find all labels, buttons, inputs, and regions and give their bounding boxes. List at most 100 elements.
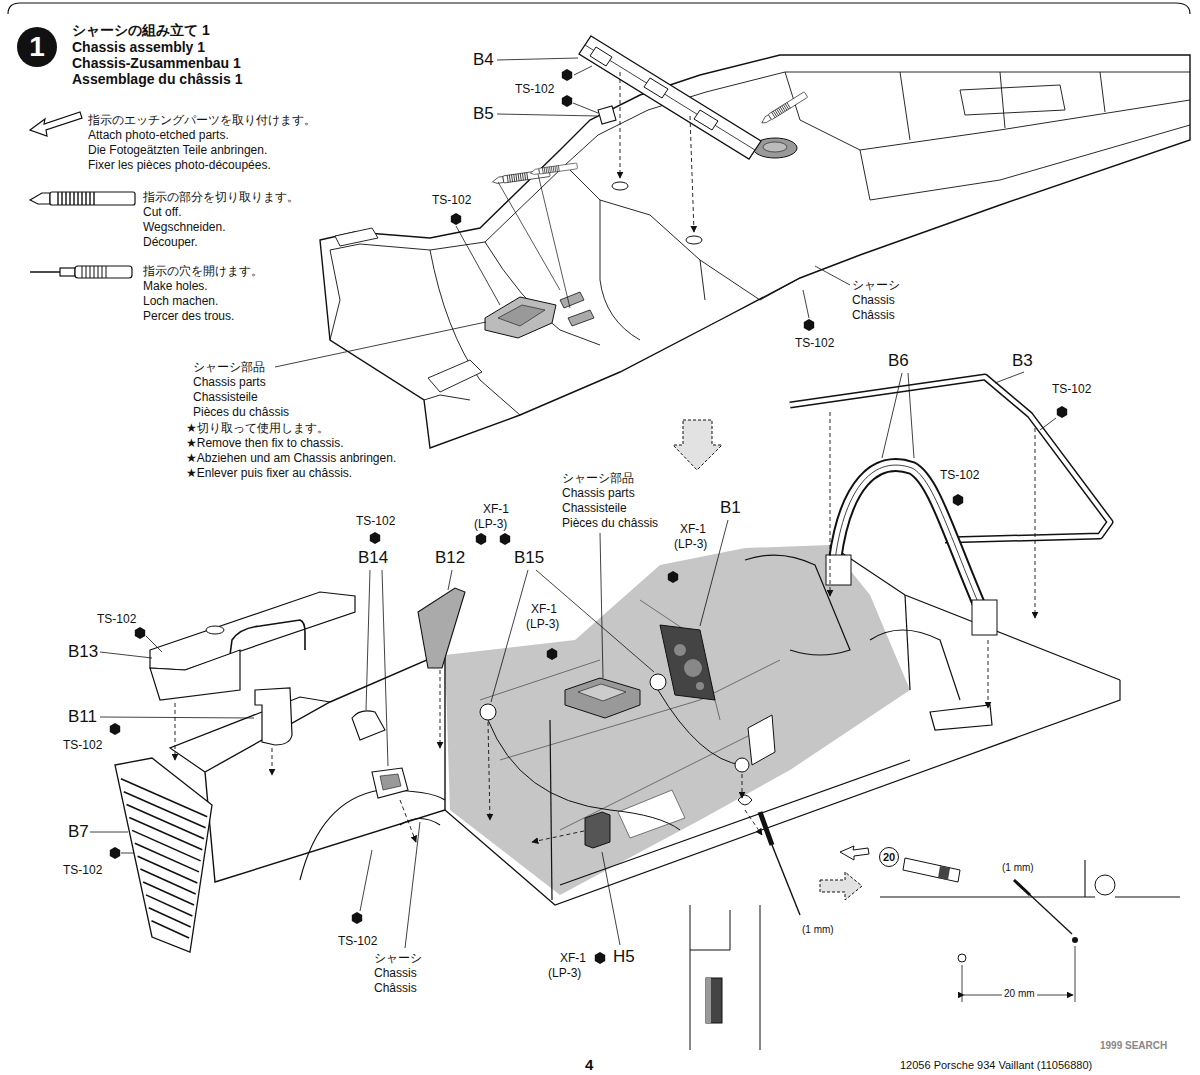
- leader-line: [1040, 418, 1056, 430]
- seat: [870, 630, 960, 700]
- legend-text: Découper.: [143, 235, 198, 249]
- paint-code: TS-102: [940, 468, 979, 482]
- chassis-part: [568, 310, 594, 326]
- chassis-part: [560, 292, 584, 308]
- flap-part: [418, 588, 465, 668]
- inset-line: [690, 905, 760, 1050]
- floor-line: [500, 660, 780, 760]
- legend-text: Make holes.: [143, 279, 208, 293]
- chassis-sill: [560, 760, 910, 885]
- leader-line: [497, 58, 578, 60]
- leader-line: [405, 822, 420, 948]
- paint-code: XF-1: [560, 951, 586, 965]
- block-part: [585, 812, 610, 848]
- note-text: ★Abziehen und am Chassis anbringen.: [186, 451, 396, 465]
- note-text: Chassisteile: [193, 390, 258, 404]
- chassis-tunnel: [600, 200, 640, 340]
- grille-slat: [149, 908, 191, 927]
- legend-text: 指示の部分を切り取ります。: [143, 190, 299, 204]
- socket: [686, 236, 702, 244]
- grille-slat: [143, 882, 194, 905]
- leader-line: [497, 114, 597, 116]
- dimension-label: (1 mm): [1000, 862, 1036, 874]
- chassis-panel: [960, 85, 1065, 115]
- part-number: B13: [68, 642, 98, 662]
- floor-line: [640, 600, 720, 720]
- leader-line: [908, 373, 914, 458]
- chassis-part: [578, 684, 626, 701]
- leader-line: [366, 570, 370, 710]
- node-text: 20: [883, 852, 895, 863]
- drill-chuck: [60, 268, 75, 276]
- floor-patch: [618, 790, 685, 838]
- drill-bit: [772, 845, 800, 915]
- bar-part: [585, 45, 755, 150]
- drill-icon: [30, 266, 132, 278]
- guide-arrow: [175, 703, 176, 760]
- note-text: Chassisteile: [562, 501, 627, 515]
- drill-shank: [1014, 880, 1030, 895]
- step-subtitle: Assemblage du châssis 1: [72, 71, 242, 88]
- guide-arrow: [488, 722, 490, 820]
- drill-bit: [30, 271, 60, 273]
- part-number: B14: [358, 548, 388, 568]
- guide-arrow: [988, 640, 989, 708]
- note-text: ★Remove then fix to chassis.: [186, 436, 344, 450]
- chassis-floor: [700, 260, 705, 300]
- paint-marker: [562, 95, 572, 107]
- grille-slat: [151, 921, 189, 938]
- knife-icon: [760, 92, 808, 125]
- chassis-bracket: [428, 360, 482, 392]
- panel-gauge: [696, 682, 704, 690]
- step-arrow: [673, 420, 722, 470]
- leader-line: [995, 372, 1024, 383]
- guide-arrow: [272, 748, 273, 775]
- watermark: 1999 SEARCH: [1100, 1040, 1167, 1052]
- chassis-lip: [330, 250, 340, 340]
- guide-arrow: [532, 831, 584, 842]
- leader-line: [815, 266, 850, 285]
- chassis-rear: [830, 545, 1120, 680]
- paint-code: (LP-3): [526, 617, 559, 631]
- chassis-wall: [485, 242, 600, 345]
- legend-text: Loch machen.: [143, 294, 218, 308]
- panel-part: [150, 650, 240, 700]
- step-subtitle: Chassis-Zusammenbau 1: [72, 55, 241, 72]
- cut-area: [763, 142, 787, 152]
- grille-slats: [121, 779, 207, 938]
- paint-code: XF-1: [531, 602, 557, 616]
- paint-label: [938, 866, 950, 880]
- panel-gauge: [674, 644, 686, 656]
- leader-lines: [90, 58, 1056, 948]
- guide-arrow: [742, 774, 743, 798]
- drill-body: [75, 266, 132, 278]
- paint-marker: [668, 571, 678, 583]
- grille-slat: [121, 779, 207, 817]
- paint-markers: [110, 69, 1067, 964]
- guide-arrow: [745, 810, 762, 835]
- paint-marker: [595, 952, 605, 964]
- legend-text: Attach photo-etched parts.: [88, 128, 229, 142]
- leader-line: [491, 570, 528, 702]
- chassis-part: [498, 305, 545, 326]
- paint-marker: [451, 213, 461, 225]
- leader-line: [456, 226, 500, 305]
- floor-area: [445, 545, 910, 895]
- leader-line: [100, 717, 254, 718]
- paint-marker: [110, 847, 120, 859]
- paint-marker: [1057, 406, 1067, 418]
- panel-gauge: [684, 659, 702, 677]
- grille-slat: [124, 792, 206, 828]
- note-text: Châssis: [852, 308, 895, 322]
- small-part: [598, 106, 616, 124]
- arch-foot: [972, 600, 997, 635]
- paint-code: TS-102: [63, 863, 102, 877]
- part-number: B4: [473, 50, 494, 70]
- paint-code: (LP-3): [674, 537, 707, 551]
- cable: [658, 690, 742, 765]
- small-part: [738, 795, 752, 805]
- leader-line: [100, 652, 152, 658]
- grommet: [480, 704, 496, 720]
- cable: [488, 720, 680, 830]
- paint-code: TS-102: [97, 612, 136, 626]
